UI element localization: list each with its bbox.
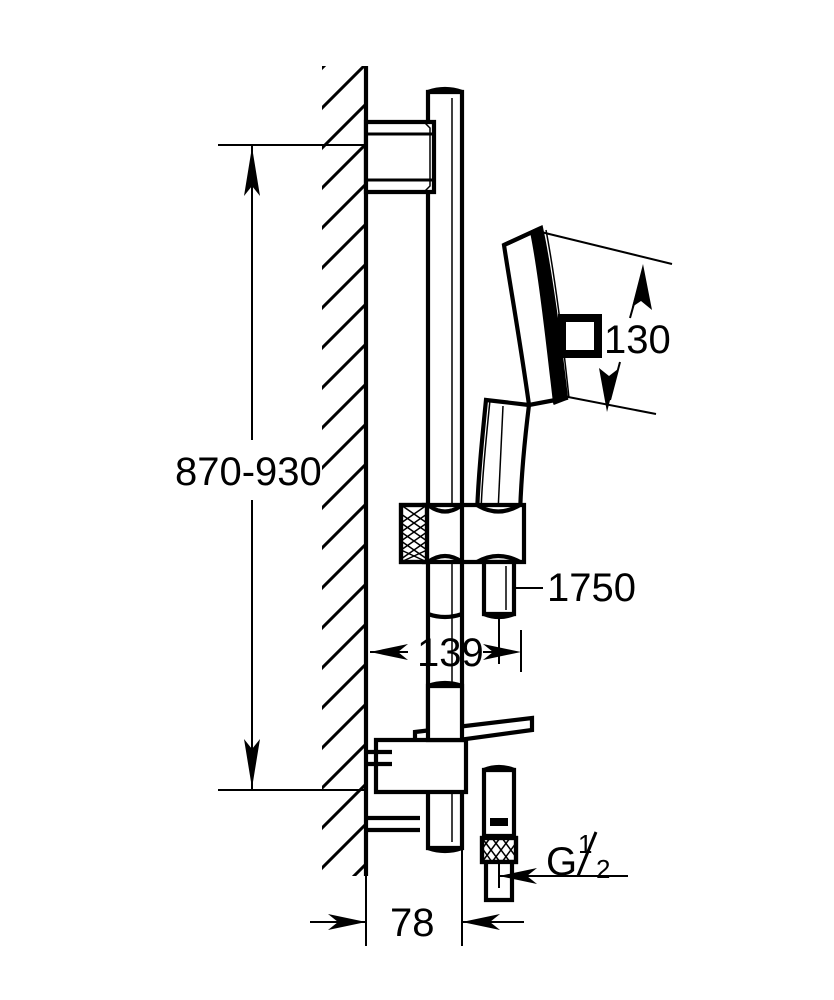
arrow-right-outward — [328, 914, 366, 930]
wall — [322, 66, 369, 876]
dim-label-78: 78 — [390, 901, 435, 945]
dim-label-139: 139 — [417, 631, 484, 675]
knurled-adjustment-knob — [398, 502, 430, 565]
square-symbol-icon — [558, 314, 602, 358]
arrow-left-outward — [462, 914, 500, 930]
dimension-shower-head-size: 130 — [540, 231, 673, 415]
arrow-up — [244, 147, 260, 196]
shower-rail-lower-break — [427, 612, 463, 620]
shower-hose-upper — [481, 559, 517, 620]
dim-label-G: G — [546, 840, 577, 884]
dimension-hose-length: 1750 — [514, 566, 636, 610]
dimension-projection-139: 139 — [370, 614, 522, 675]
dim-label-870-930: 870-930 — [175, 450, 322, 494]
adjustable-slider-bracket — [398, 502, 527, 565]
arrow-down — [244, 739, 260, 788]
wall-hatch-pattern — [322, 66, 368, 876]
arrow-left-g — [499, 868, 537, 884]
hand-shower — [474, 224, 570, 534]
knurled-hose-connector-nut — [479, 835, 519, 865]
dim-label-G-denominator: 2 — [596, 854, 610, 884]
dimension-projection-78: 78 — [310, 850, 524, 946]
dimension-rail-height: 870-930 — [175, 144, 366, 791]
upper-wall-bracket — [363, 119, 437, 195]
dim-label-1750: 1750 — [547, 566, 636, 610]
arrow-right-inward — [370, 644, 408, 660]
arrow-left-inward — [483, 644, 521, 660]
dim-label-130: 130 — [604, 318, 671, 362]
arrow-angled-up — [632, 264, 652, 310]
lower-wall-bracket-outlet — [366, 680, 469, 833]
dimension-thread-connection: G 1 2 — [498, 829, 628, 888]
arrow-angled-down — [599, 368, 618, 412]
